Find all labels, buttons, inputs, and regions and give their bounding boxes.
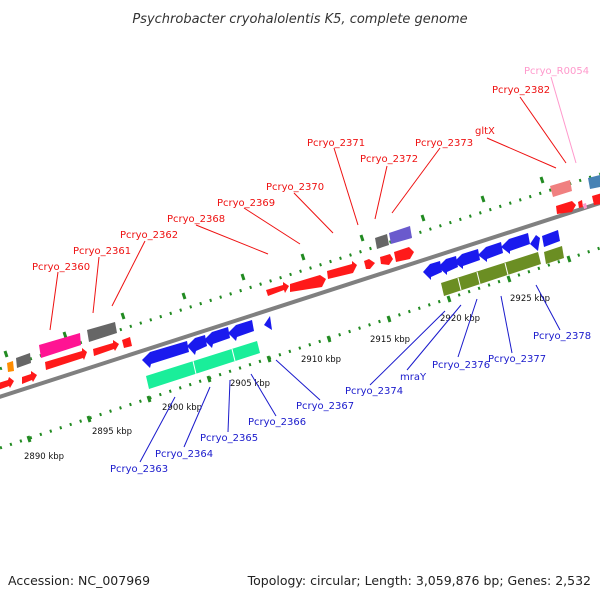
gene-arrow[interactable] [364,259,375,269]
scale-label: 2925 kbp [510,294,550,304]
gene-arrow[interactable] [578,200,583,208]
major-ticks [3,176,572,443]
gene-arrow[interactable] [394,247,414,262]
gene-label[interactable]: Pcryo_2370 [266,182,324,193]
gene-arrow[interactable] [266,282,289,296]
gene-label[interactable]: Pcryo_2366 [248,417,306,428]
salmon-feature[interactable] [550,180,572,197]
gene-arrow[interactable] [478,242,503,262]
gene-arrow[interactable] [290,275,326,292]
scale-label: 2915 kbp [370,335,410,345]
gene-arrow[interactable] [380,254,393,265]
gene-arrow[interactable] [45,348,87,370]
inner-tick-row [0,246,600,450]
gene-label[interactable]: Pcryo_2378 [533,331,591,342]
gene-label[interactable]: Pcryo_2382 [492,85,550,96]
scale-label: 2910 kbp [301,355,341,365]
scale-label: 2900 kbp [162,403,202,413]
gene-arrow[interactable] [204,327,230,348]
bottom-strand-features [142,230,564,389]
gray-feature[interactable] [375,234,389,249]
gene-label[interactable]: Pcryo_2362 [120,230,178,241]
gene-arrow[interactable] [327,261,357,279]
gene-label[interactable]: Pcryo_2373 [415,138,473,149]
gene-arrow[interactable] [542,230,560,247]
gene-label[interactable]: Pcryo_2372 [360,154,418,165]
scale-label: 2920 kbp [440,314,480,324]
bottom-gene-labels: Pcryo_2363 Pcryo_2364 Pcryo_2365 Pcryo_2… [110,331,591,475]
gene-arrow[interactable] [438,256,458,275]
gene-arrow[interactable] [0,377,14,391]
genome-backbone [0,201,600,399]
gene-arrow[interactable] [501,233,530,254]
slate-feature[interactable] [389,226,412,244]
gene-arrow[interactable] [142,341,189,368]
gene-arrow[interactable] [264,316,272,330]
gene-label[interactable]: Pcryo_2364 [155,449,213,460]
top-strand-features [0,175,600,391]
scale-label: 2905 kbp [230,379,270,389]
gene-label[interactable]: Pcryo_2361 [73,246,131,257]
steelblue-feature[interactable] [588,175,600,189]
gene-arrow[interactable] [187,335,207,355]
gene-label[interactable]: Pcryo_2377 [488,354,546,365]
scale-label: 2895 kbp [92,427,132,437]
gene-arrow[interactable] [228,320,254,341]
gene-label[interactable]: gltX [475,126,495,137]
gene-arrow[interactable] [530,235,540,251]
gene-arrow[interactable] [423,261,442,280]
gene-arrow[interactable] [592,193,600,205]
scale-labels: 2890 kbp 2895 kbp 2900 kbp 2905 kbp 2910… [24,294,550,462]
gene-label[interactable]: Pcryo_2376 [432,360,490,371]
gray-feature[interactable] [16,353,31,368]
gene-arrow[interactable] [454,249,480,269]
pink-feature[interactable] [583,203,587,209]
gene-arrow[interactable] [22,371,37,384]
gene-label[interactable]: Pcryo_2371 [307,138,365,149]
gene-arrow[interactable] [556,201,576,214]
leader-lines [49,76,577,463]
top-gene-labels: Pcryo_2360 Pcryo_2361 Pcryo_2362 Pcryo_2… [32,66,589,273]
gene-label[interactable]: Pcryo_2368 [167,214,225,225]
magenta-feature[interactable] [39,333,81,358]
orange-feature[interactable] [7,361,14,372]
olive-feature[interactable] [544,246,564,264]
scale-label: 2890 kbp [24,452,64,462]
aquamarine-feature[interactable] [146,341,260,389]
gene-label[interactable]: Pcryo_R0054 [524,66,589,77]
gene-arrow[interactable] [122,337,132,348]
gene-arrow[interactable] [93,340,119,356]
gene-label[interactable]: Pcryo_2360 [32,262,90,273]
gene-label[interactable]: Pcryo_2374 [345,386,403,397]
genome-summary: Topology: circular; Length: 3,059,876 bp… [247,573,591,588]
gene-label[interactable]: Pcryo_2369 [217,198,275,209]
gene-label[interactable]: Pcryo_2363 [110,464,168,475]
accession-label: Accession: NC_007969 [8,573,150,588]
map-title: Psychrobacter cryohalolentis K5, complet… [132,12,467,27]
gene-label[interactable]: mraY [400,372,427,383]
olive-feature[interactable] [441,252,541,296]
gene-label[interactable]: Pcryo_2367 [296,401,354,412]
gene-label[interactable]: Pcryo_2365 [200,433,258,444]
gray-feature[interactable] [87,322,117,342]
